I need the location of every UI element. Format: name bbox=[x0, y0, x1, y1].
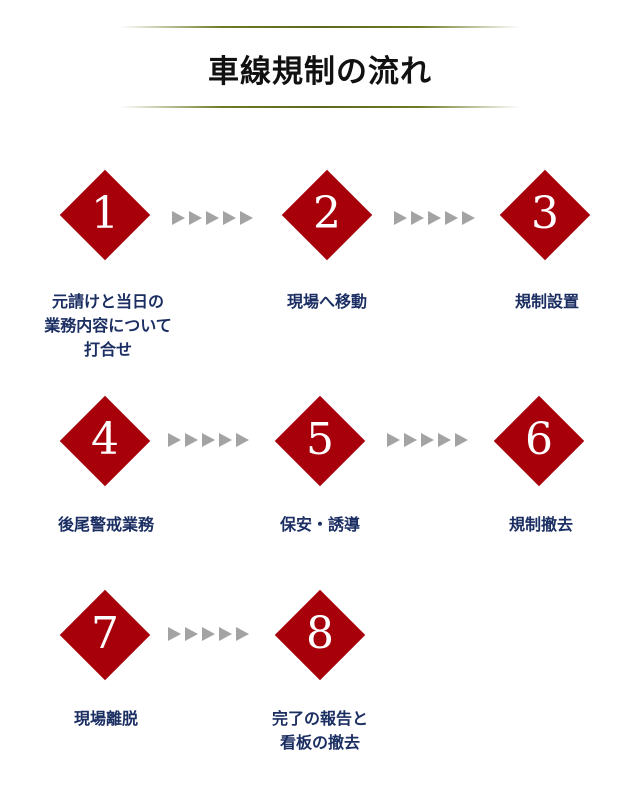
step-7-marker: 7 bbox=[59, 589, 151, 681]
step-2-marker: 2 bbox=[281, 169, 373, 261]
step-4-label: 後尾警戒業務 bbox=[57, 515, 154, 534]
arrow-right-icon bbox=[462, 211, 475, 225]
arrow-right-icon bbox=[189, 211, 202, 225]
flow-arrows-2-3 bbox=[394, 211, 486, 225]
step-8-marker: 8 bbox=[274, 589, 366, 681]
step-4-number: 4 bbox=[91, 414, 119, 465]
step-3-number: 3 bbox=[531, 188, 559, 239]
arrow-right-icon bbox=[172, 211, 185, 225]
step-2-label: 現場へ移動 bbox=[286, 292, 367, 311]
flow-arrows-1-2 bbox=[172, 211, 264, 225]
title-bottom-rule bbox=[120, 106, 520, 108]
arrow-right-icon bbox=[168, 627, 181, 641]
title-area: 車線規制の流れ bbox=[0, 26, 640, 112]
arrow-right-icon bbox=[438, 433, 451, 447]
step-7-number: 7 bbox=[91, 608, 119, 659]
arrow-right-icon bbox=[185, 627, 198, 641]
step-2-number: 2 bbox=[313, 188, 341, 239]
arrow-right-icon bbox=[219, 433, 232, 447]
arrow-right-icon bbox=[404, 433, 417, 447]
step-5-label: 保安・誘導 bbox=[279, 515, 360, 534]
step-3-marker: 3 bbox=[499, 169, 591, 261]
arrow-right-icon bbox=[202, 433, 215, 447]
step-6-number: 6 bbox=[525, 414, 553, 465]
step-8-number: 8 bbox=[306, 608, 334, 659]
arrow-right-icon bbox=[455, 433, 468, 447]
step-6-label: 規制撤去 bbox=[508, 515, 573, 534]
arrow-right-icon bbox=[394, 211, 407, 225]
step-1-marker: 1 bbox=[59, 169, 151, 261]
arrow-right-icon bbox=[421, 433, 434, 447]
step-3-label: 規制設置 bbox=[514, 292, 579, 311]
arrow-right-icon bbox=[411, 211, 424, 225]
step-8-label: 完了の報告と 看板の撤去 bbox=[271, 709, 368, 752]
flow-arrows-7-8 bbox=[168, 627, 260, 641]
step-7-label: 現場離脱 bbox=[73, 709, 138, 728]
step-5-number: 5 bbox=[306, 414, 334, 465]
flow-arrows-5-6 bbox=[387, 433, 479, 447]
arrow-right-icon bbox=[185, 433, 198, 447]
arrow-right-icon bbox=[240, 211, 253, 225]
arrow-right-icon bbox=[206, 211, 219, 225]
arrow-right-icon bbox=[202, 627, 215, 641]
arrow-right-icon bbox=[428, 211, 441, 225]
step-6-marker: 6 bbox=[493, 395, 585, 487]
arrow-right-icon bbox=[387, 433, 400, 447]
arrow-right-icon bbox=[236, 433, 249, 447]
title-top-rule bbox=[120, 26, 520, 28]
step-1-number: 1 bbox=[91, 188, 119, 239]
arrow-right-icon bbox=[219, 627, 232, 641]
step-4-marker: 4 bbox=[59, 395, 151, 487]
step-1-label: 元請けと当日の 業務内容について 打合せ bbox=[44, 292, 172, 359]
page-title: 車線規制の流れ bbox=[208, 54, 432, 90]
arrow-right-icon bbox=[168, 433, 181, 447]
arrow-right-icon bbox=[223, 211, 236, 225]
arrow-right-icon bbox=[445, 211, 458, 225]
step-5-marker: 5 bbox=[274, 395, 366, 487]
arrow-right-icon bbox=[236, 627, 249, 641]
flow-arrows-4-5 bbox=[168, 433, 260, 447]
